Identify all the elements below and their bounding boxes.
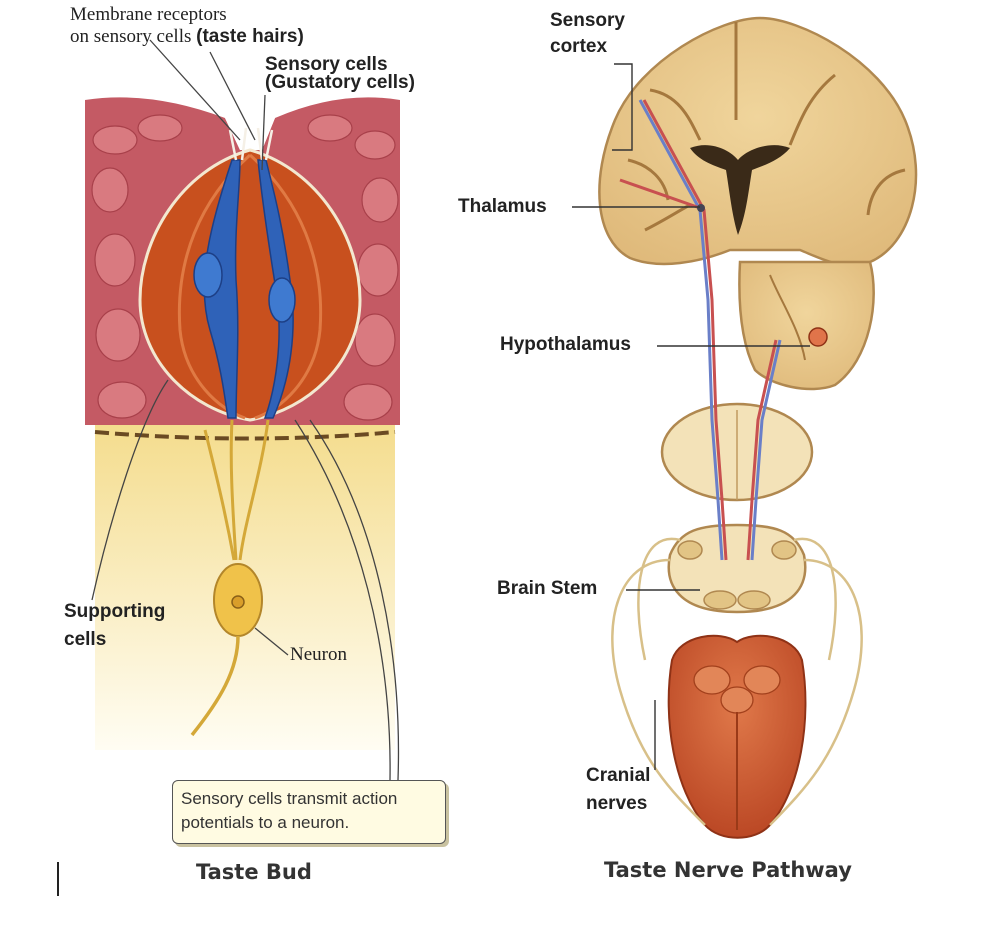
membrane-receptors-line2: on sensory cells (taste hairs) — [70, 26, 304, 48]
supporting-cells-line2: cells — [64, 629, 107, 650]
cranial-nerves-line1: Cranial — [586, 765, 651, 786]
sensory-cortex-line2: cortex — [550, 36, 608, 57]
thalamus-label: Thalamus — [458, 196, 547, 217]
transmit-note-box: Sensory cells transmit action potentials… — [172, 780, 446, 844]
neuron-label: Neuron — [290, 644, 347, 665]
sensory-cells-label: Sensory cells (Gustatory cells) — [265, 54, 415, 93]
membrane-receptors-line1: Membrane receptors — [70, 4, 227, 25]
sensory-cortex-label: Sensory cortex — [550, 8, 625, 60]
taste-pathway-illustration — [572, 16, 918, 839]
sensory-cells-line2: (Gustatory cells) — [265, 72, 415, 93]
supporting-cells-line1: Supporting — [64, 601, 166, 622]
membrane-receptors-line2-prefix: on sensory cells — [70, 26, 197, 47]
pathway-caption: Taste Nerve Pathway — [604, 858, 852, 882]
sensory-cells-line1: Sensory cells — [265, 54, 388, 75]
brain-stem-label: Brain Stem — [497, 578, 598, 599]
sensory-cortex-line1: Sensory — [550, 10, 625, 31]
cranial-nerves-label: Cranial nerves — [586, 762, 650, 818]
taste-bud-illustration — [85, 39, 400, 781]
taste-bud-caption: Taste Bud — [196, 860, 312, 884]
cranial-nerves-line2: nerves — [586, 793, 648, 814]
membrane-receptors-label: Membrane receptors on sensory cells (tas… — [70, 4, 304, 48]
taste-hairs-text: (taste hairs) — [196, 26, 304, 47]
hypothalamus-label: Hypothalamus — [500, 334, 631, 355]
supporting-cells-label: Supporting cells — [64, 598, 165, 654]
